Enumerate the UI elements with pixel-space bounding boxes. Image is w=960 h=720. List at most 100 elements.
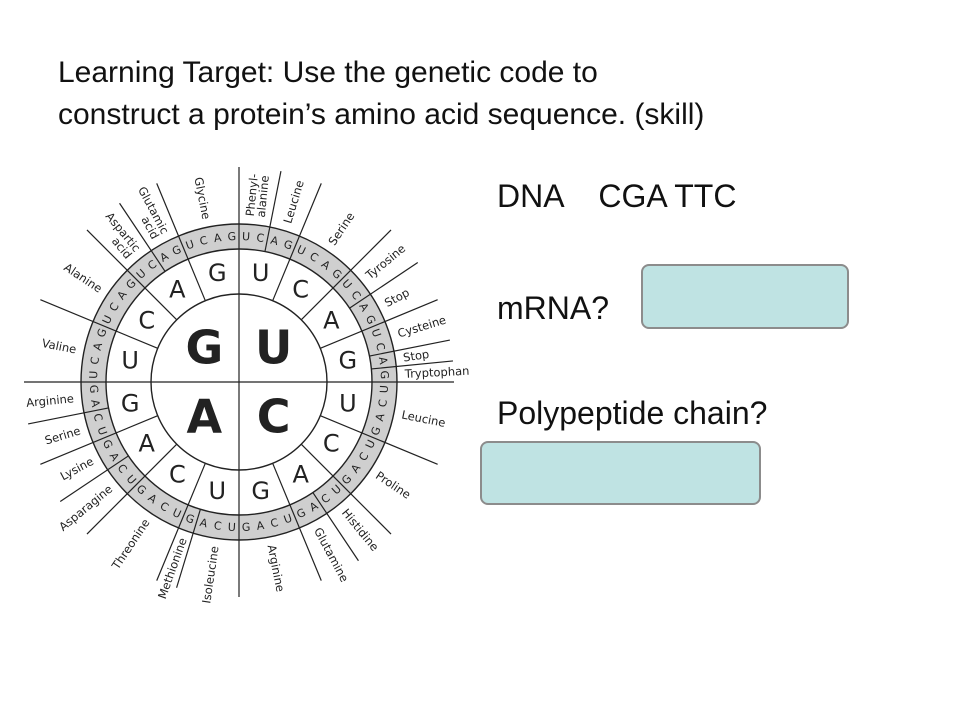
third-base-letter: A [91,341,106,352]
boundary-line [272,183,322,301]
boundary-line [320,299,438,349]
third-base-letter: A [88,399,102,409]
third-base-letter: G [87,385,100,394]
dna-sequence: CGA TTC [598,178,737,214]
amino-acid-name: Histidine [339,506,382,554]
third-base-letter: G [282,237,294,252]
third-base-letter: A [198,516,209,531]
boundary-line [320,415,438,465]
polypeptide-answer-box[interactable] [480,441,761,505]
boundary-line [312,492,359,562]
amino-acid-name: Glutamine [311,525,351,584]
amino-acid-label: Asparagine [56,482,115,534]
second-base-letter: U [209,477,227,505]
second-base-letter: C [323,430,340,458]
polypeptide-question: Polypeptide chain? [497,395,768,431]
third-base-letter: C [88,356,102,366]
amino-acid-name: Glycine [191,176,213,221]
second-base-letter: A [138,430,155,458]
mrna-answer-box[interactable] [641,264,849,329]
amino-acid-name: Serine [325,210,357,248]
amino-acid-label: Glutamine [311,525,351,584]
amino-acid-label: Isoleucine [199,545,221,604]
second-base-letter: G [339,346,358,374]
amino-acid-name: Arginine [265,543,288,593]
boundary-line [28,407,109,425]
second-base-letter: A [292,460,309,488]
amino-acid-label: Leucine [280,179,306,226]
third-base-letter: C [373,341,388,352]
boundary-line [40,415,158,465]
boundary-line [59,455,129,502]
boundary-line [176,509,201,588]
third-base-letter: U [369,327,384,339]
third-base-letter: C [198,234,209,249]
third-base-letter: A [269,234,280,249]
amino-acid-name: Arginine [26,391,75,410]
second-base-letter: G [208,259,227,287]
third-base-letter: G [378,370,391,379]
boundary-line [349,262,419,309]
boundary-line [371,360,454,370]
third-base-letter: C [256,231,266,245]
amino-acid-name: Proline [373,468,413,501]
amino-acid-label: Serine [43,423,82,447]
boundary-line [272,463,322,581]
amino-acid-name: Lysine [58,454,96,483]
amino-acid-label: Valine [41,336,78,357]
amino-acid-name: Leucine [400,408,446,430]
amino-acid-name: Leucine [280,179,306,226]
third-base-letter: U [87,371,100,380]
second-base-letter: C [169,460,186,488]
third-base-letter: C [376,398,390,408]
amino-acid-name: Cysteine [396,313,448,341]
third-base-letter: C [213,519,223,533]
amino-acid-label: Alanine [61,260,105,296]
title-line-1: Learning Target: Use the genetic code to [58,56,598,89]
third-base-letter: A [373,412,388,423]
amino-acid-name: alanine [254,175,272,218]
amino-acid-label: Tyrosine [362,241,408,282]
amino-acid-name: Isoleucine [199,545,221,604]
amino-acid-label: Threonine [108,516,152,573]
amino-acid-label: Arginine [265,543,288,593]
third-base-letter: U [282,512,294,527]
third-base-letter: U [378,385,391,394]
dna-label: DNA [497,178,563,214]
amino-acid-label: Tryptophan [403,364,469,381]
amino-acid-label: Histidine [339,506,382,554]
amino-acid-label: Lysine [58,454,96,483]
amino-acid-name: Asparagine [56,482,115,534]
third-base-letter: G [94,327,109,339]
amino-acid-name: Tryptophan [403,364,469,381]
boundary-line [264,171,282,252]
third-base-letter: U [184,238,196,253]
boundary-line [156,463,206,581]
second-base-letter: C [292,276,309,304]
third-base-letter: G [227,230,236,243]
amino-acid-label: Phenyl-alanine [243,173,272,218]
amino-acid-name: Stop [402,347,430,365]
first-base-letter: G [185,320,223,374]
amino-acid-name: Stop [382,285,412,310]
second-base-letter: G [121,390,140,418]
second-base-letter: G [251,477,270,505]
boundary-line [119,202,166,272]
amino-acid-name: Valine [41,336,78,357]
amino-acid-label: Methionine [155,536,190,601]
boundary-line [369,339,450,357]
title-line-2: construct a protein’s amino acid sequenc… [58,98,705,131]
third-base-letter: U [242,230,251,243]
second-base-letter: C [138,306,155,334]
third-base-letter: U [228,521,237,534]
first-base-letter: A [187,390,223,444]
boundary-line [86,443,178,535]
amino-acid-name: Methionine [155,536,190,601]
amino-acid-name: Threonine [108,516,152,573]
first-base-letter: C [257,390,291,444]
boundary-line [300,443,392,535]
second-base-letter: U [252,259,270,287]
